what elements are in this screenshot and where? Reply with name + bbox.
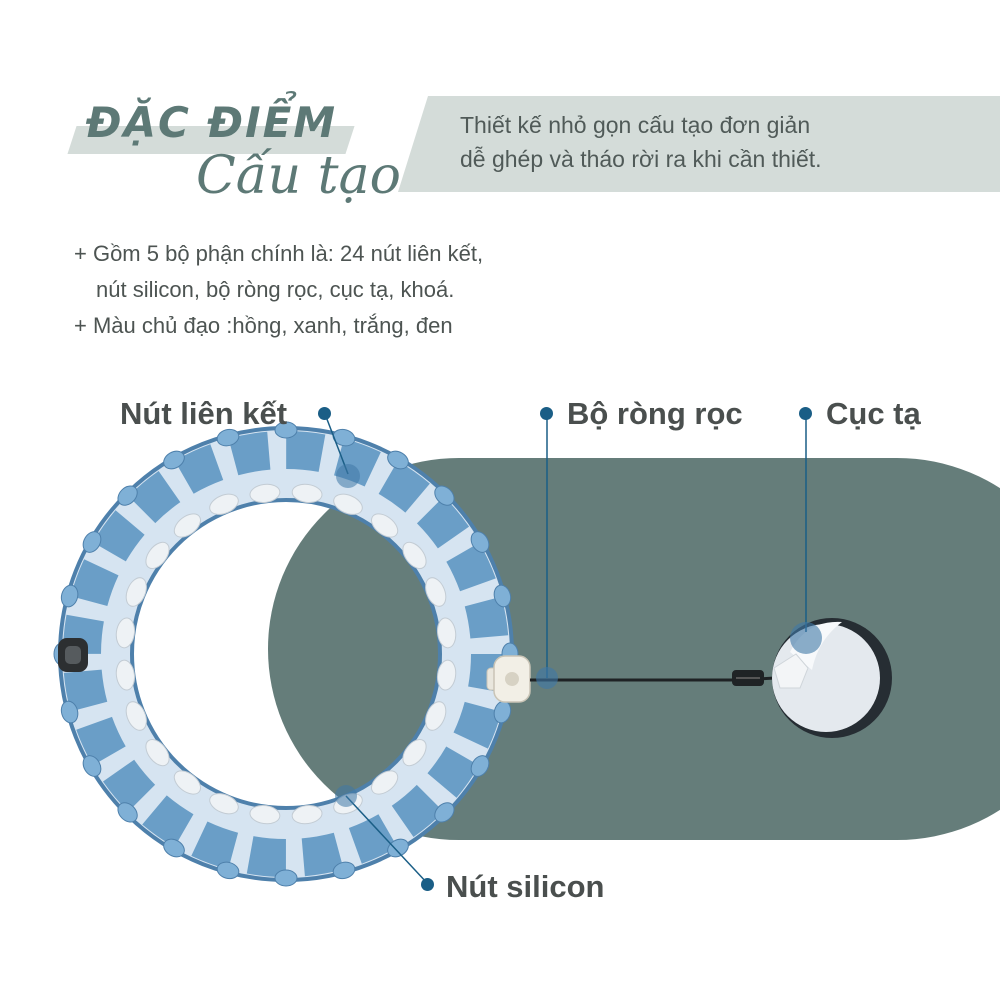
silicone-bump <box>145 541 170 570</box>
link-button-icon <box>216 428 240 447</box>
silicone-bump <box>145 738 170 767</box>
silicone-bump <box>173 513 202 538</box>
link-button-icon <box>434 802 455 823</box>
silicone-leader <box>345 795 429 885</box>
silicone-bump <box>402 541 427 570</box>
silicone-bump <box>370 513 399 538</box>
intro-panel <box>398 96 1000 192</box>
feature-list: + Gồm 5 bộ phận chính là: 24 nút liên kế… <box>74 236 483 344</box>
silicone-bump <box>173 770 202 795</box>
intro-line-2: dễ ghép và tháo rời ra khi cần thiết. <box>460 146 822 172</box>
link-button-icon <box>470 531 490 553</box>
pulley-target <box>536 667 558 689</box>
link-buttons <box>53 421 519 887</box>
callout-dot-weight <box>799 407 812 420</box>
silicone-bump <box>115 659 136 691</box>
pulley-connector <box>486 655 531 703</box>
link-button-icon <box>387 450 409 470</box>
silicone-bump <box>209 793 239 815</box>
silicone-bump <box>115 617 136 649</box>
silicone-bump <box>249 483 281 504</box>
link-button-icon <box>274 869 298 887</box>
link-button-icon <box>82 755 102 777</box>
weight-target <box>790 622 822 654</box>
link-button-icon <box>163 838 185 858</box>
link-button-icon <box>117 802 138 823</box>
silicone-bump <box>291 804 323 825</box>
intro-line-1: Thiết kế nhỏ gọn cấu tạo đơn giản <box>460 112 811 138</box>
silicone-bump <box>425 701 447 731</box>
silicone-bump <box>209 493 239 515</box>
silicone-bump <box>249 804 281 825</box>
intro-text: Thiết kế nhỏ gọn cấu tạo đơn giản dễ ghé… <box>460 108 822 176</box>
link-button-icon <box>387 838 409 858</box>
silicone-bump <box>370 770 399 795</box>
link-button-icon <box>60 584 79 608</box>
silicone-bump <box>125 577 147 607</box>
silicone-bump <box>333 493 363 515</box>
feature-line-2: nút silicon, bộ ròng rọc, cục tạ, khoá. <box>96 277 455 302</box>
weight-ball <box>772 618 892 738</box>
silicone-bump <box>425 577 447 607</box>
callout-weight: Cục tạ <box>826 396 921 431</box>
link-button-leader <box>324 413 349 475</box>
callout-silicone-button: Nút silicon <box>446 869 605 904</box>
silicone-bump <box>291 483 323 504</box>
silicone-target <box>335 785 357 807</box>
link-button-icon <box>274 421 298 439</box>
callout-dot-silicone <box>421 878 434 891</box>
link-button-icon <box>216 861 240 880</box>
callout-link-button: Nút liên kết <box>120 396 288 431</box>
link-button-icon <box>163 450 185 470</box>
silicone-bump <box>436 659 457 691</box>
link-button-icon <box>434 485 455 506</box>
title-primary: ĐẶC ĐIỂM <box>86 98 338 147</box>
silicone-bump <box>402 738 427 767</box>
callout-pulley: Bộ ròng rọc <box>567 396 743 431</box>
link-button-target <box>336 464 360 488</box>
feature-line-3: + Màu chủ đạo :hồng, xanh, trắng, đen <box>74 313 453 338</box>
link-button-icon <box>60 700 79 724</box>
silicone-bump <box>125 701 147 731</box>
link-button-icon <box>470 755 490 777</box>
link-button-icon <box>117 485 138 506</box>
silicone-bump <box>436 617 457 649</box>
feature-line-1: + Gồm 5 bộ phận chính là: 24 nút liên kế… <box>74 241 484 266</box>
silicone-bumps <box>115 483 457 825</box>
hoop <box>53 421 519 887</box>
callout-dot-link-button <box>318 407 331 420</box>
callout-dot-pulley <box>540 407 553 420</box>
link-button-icon <box>332 861 356 880</box>
link-button-icon <box>82 531 102 553</box>
link-button-icon <box>493 584 512 608</box>
title-secondary: Cấu tạo <box>196 146 401 206</box>
